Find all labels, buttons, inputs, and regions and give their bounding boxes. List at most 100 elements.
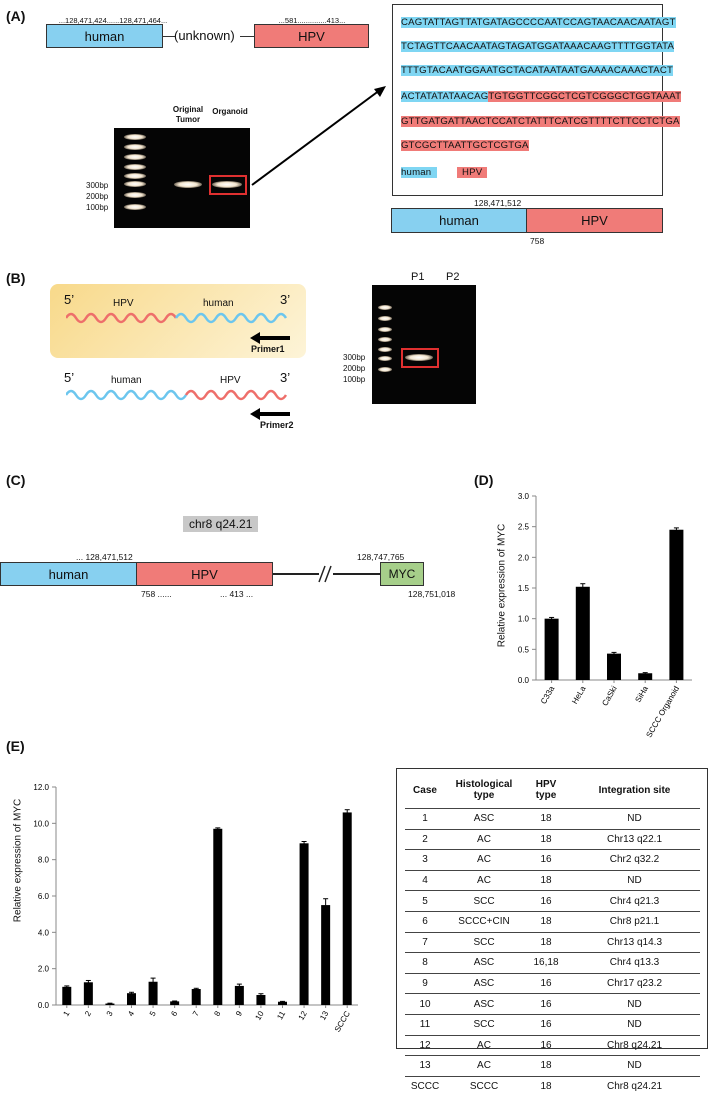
x-tick-label: 11 [275,1009,287,1021]
axis-break-icon [318,565,332,583]
five-prime-label: 5’ [64,292,75,307]
primer2-label: Primer2 [260,420,294,430]
human-segment: human [46,24,163,48]
table-cell: SCCC+CIN [445,910,523,933]
table-cell: 13 [405,1055,445,1077]
sample-band-p1 [405,354,433,361]
y-tick-label: 1.5 [518,584,530,593]
table-cell: 2 [405,828,445,850]
hpv-left-coord: 758 ...... [141,589,172,599]
y-tick-label: 8.0 [38,856,50,865]
bar [83,982,93,1005]
table-cell: ASC [445,808,523,830]
table-cell: Chr17 q23.2 [569,972,700,994]
human-region: human [0,562,137,586]
table-cell: 10 [405,993,445,1015]
bar [170,1001,180,1005]
sequence-line: ACTATATATAACAGTGTGGTTCGGCTCGTCGGGCTGGTAA… [401,91,682,102]
connector-line [163,36,175,37]
sequence-line: TTTGTACAATGGAATGCTACATAATAATGAAAACAAACTA… [401,65,674,76]
column-header-hpv: HPV type [535,779,557,801]
ladder-label: 200bp [343,364,366,373]
y-tick-label: 0.5 [518,645,530,654]
ladder-band [378,327,392,332]
table-cell: SCC [445,931,523,953]
summary-table: Case Histological type HPV type Integrat… [405,772,700,1096]
x-tick-label: 7 [191,1009,201,1018]
bar [544,618,559,680]
myc-start-coord: 128,747,765 [357,552,405,562]
human-end-coord: ... 128,471,512 [76,552,133,562]
three-prime-label: 3’ [280,292,291,307]
x-tick-label: 13 [318,1009,331,1022]
zoom-arrow [251,86,386,186]
table-cell: 12 [405,1034,445,1056]
table-cell: ASC [445,952,523,974]
table-cell: Chr4 q21.3 [569,890,700,912]
y-tick-label: 2.0 [518,553,530,562]
junction-hpv-bar: HPV [526,208,663,233]
primer2-arrow [250,408,290,420]
y-tick-label: 2.5 [518,523,530,532]
table-cell: 16 [523,849,569,871]
highlight-box [209,175,247,195]
panel-a-label: (A) [6,8,26,24]
gel-ladder-labels-b: 300bp 200bp 100bp [343,352,365,385]
table-cell: 16 [523,993,569,1015]
x-tick-label: CaSki [600,684,619,707]
column-header-integration: Integration site [598,784,671,796]
lane-p1-label: P1 [411,271,425,283]
junction-human-coord: 128,471,512 [474,198,522,208]
chromosome-band-label: chr8 q24.21 [183,516,259,532]
sequence-line: TCTAGTTCAACAATAGTAGATGGATAAACAAGTTTTGGTA… [401,41,675,52]
bar [607,653,621,680]
lane-label-organoid: Organoid [212,107,248,116]
genome-line [333,573,380,575]
y-tick-label: 12.0 [33,783,49,792]
hpv-region: HPV [136,562,273,586]
five-prime-label-2: 5’ [64,370,75,385]
column-header-histological: Histological type [455,779,513,801]
x-tick-label: SCCC Organoid [644,685,681,740]
primer1-arrow [250,332,290,344]
sequence-line: GTCGCTTAATTGCTCGTGA [401,140,529,151]
hpv-coords-label: ...581..............413... [278,16,346,25]
table-cell: ASC [445,993,523,1015]
genome-line [273,573,319,575]
ladder-band [378,316,392,321]
unknown-label: (unknown) [174,28,235,43]
bar [342,812,352,1005]
table-cell: 3 [405,849,445,871]
x-tick-label: 9 [234,1009,244,1018]
sequence-line: CAGTATTAGTTATGATAGCCCCAATCCAGTAACAACAATA… [401,17,676,28]
y-tick-label: 0.0 [518,676,530,685]
table-cell: AC [445,1034,523,1056]
bar [321,905,331,1005]
top-hpv-label: HPV [113,298,134,309]
y-tick-label: 3.0 [518,492,530,501]
x-tick-label: HeLa [570,684,588,706]
ladder-label: 100bp [343,375,366,384]
table-cell: Chr13 q14.3 [569,931,700,953]
panel-d-label: (D) [474,472,494,488]
connector-line [240,36,254,37]
table-cell: ND [569,869,700,891]
x-tick-label: 6 [169,1009,179,1018]
table-cell: AC [445,869,523,891]
legend-hpv: HPV [457,167,488,178]
x-tick-label: 3 [105,1009,115,1018]
primer1-highlight [50,284,306,358]
hpv-segment: HPV [254,24,369,48]
bar [234,985,244,1005]
gel-image-a [114,128,250,228]
bar [148,981,158,1005]
ladder-label: 300bp [343,353,366,362]
